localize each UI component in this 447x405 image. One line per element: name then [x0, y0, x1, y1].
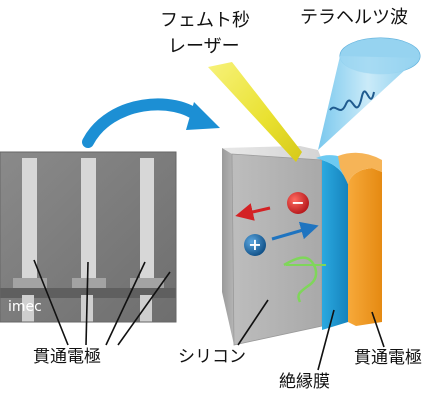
sem-image: [0, 151, 177, 323]
label-terahertz: テラヘルツ波: [300, 7, 408, 28]
current-pulse: [283, 256, 326, 303]
laser-beam: [208, 62, 302, 162]
terahertz-cone: [318, 37, 421, 150]
label-tsv-left: 貫通電極: [33, 347, 101, 367]
hole-sign: +: [248, 235, 261, 254]
silicon-block: [222, 146, 323, 346]
label-femtosecond: フェムト秒: [160, 10, 250, 31]
label-tsv-right: 貫通電極: [354, 348, 422, 368]
label-insulator: 絶縁膜: [279, 372, 330, 392]
label-silicon: シリコン: [178, 347, 246, 367]
hole: +: [244, 221, 319, 256]
label-laser: レーザー: [168, 36, 240, 57]
zoom-arrow: [82, 98, 220, 148]
imec-watermark: imec: [8, 299, 42, 315]
electrode-column: [338, 152, 382, 326]
electron: −: [235, 192, 309, 221]
leader-lines: [33, 259, 385, 371]
electron-sign: −: [291, 193, 304, 212]
